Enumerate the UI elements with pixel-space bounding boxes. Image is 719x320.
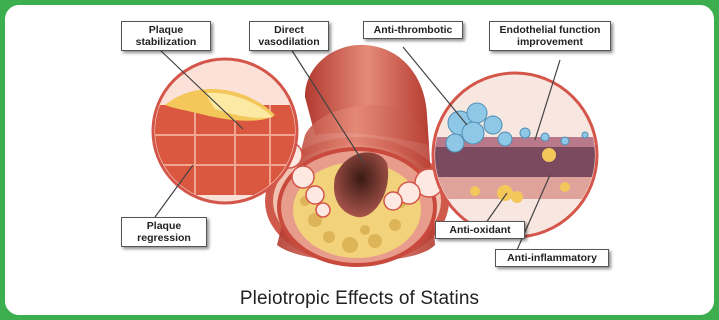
label-anti-thrombotic: Anti-thrombotic [363,21,463,39]
figure-caption: Pleiotropic Effects of Statins [5,288,714,310]
endothelium-inset [433,73,603,237]
statin-effects-illustration [5,5,716,317]
label-anti-inflammatory: Anti-inflammatory [495,249,609,267]
label-anti-oxidant: Anti-oxidant [435,221,525,239]
